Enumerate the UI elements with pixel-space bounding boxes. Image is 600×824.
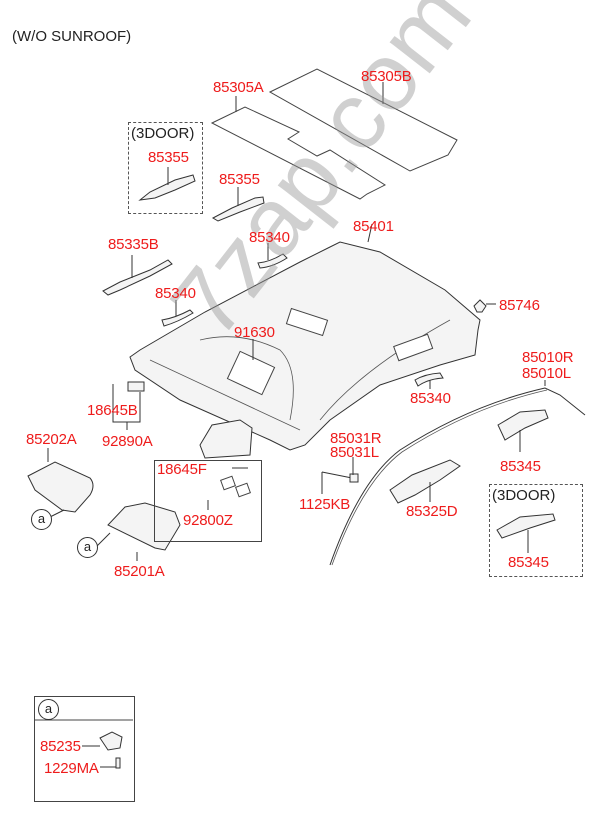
part-85355-3door-shape[interactable] [138,174,196,201]
label-85010R[interactable]: 85010R [522,349,574,366]
label-85340-top[interactable]: 85340 [249,229,290,246]
part-85201A-sunvisor-shape[interactable] [107,502,181,551]
diagram-title: (W/O SUNROOF) [12,28,132,45]
label-85355-3door[interactable]: 85355 [148,149,189,166]
label-92800Z[interactable]: 92800Z [183,512,233,529]
label-85340-left[interactable]: 85340 [155,285,196,302]
label-85201A[interactable]: 85201A [114,563,165,580]
label-18645B[interactable]: 18645B [87,402,138,419]
label-1125KB[interactable]: 1125KB [299,496,351,513]
part-85235-shape[interactable] [99,731,123,751]
label-85345-3door[interactable]: 85345 [508,554,549,571]
option-box-3door-bottom [489,484,583,577]
label-85746[interactable]: 85746 [499,297,540,314]
label-85010L[interactable]: 85010L [522,365,571,382]
label-92890A[interactable]: 92890A [102,433,153,450]
label-85335B[interactable]: 85335B [108,236,159,253]
part-85305B-shape[interactable] [268,68,458,172]
detail-box-a [34,696,135,802]
callout-a-detail: a [38,699,59,720]
option-label-3door-top: (3DOOR) [131,125,195,142]
callout-a-85202A[interactable]: a [31,509,52,530]
label-85202A[interactable]: 85202A [26,431,77,448]
label-85355[interactable]: 85355 [219,171,260,188]
label-85340-right[interactable]: 85340 [410,390,451,407]
label-85325D[interactable]: 85325D [406,503,458,520]
part-85031-shape[interactable] [349,473,359,483]
label-85401[interactable]: 85401 [353,218,394,235]
part-85345-a-shape[interactable] [497,409,549,441]
label-91630[interactable]: 91630 [234,324,275,341]
part-85325D-shape[interactable] [389,459,461,504]
label-85345-top[interactable]: 85345 [500,458,541,475]
part-85401-headliner-shape[interactable] [129,241,481,451]
label-85305B[interactable]: 85305B [361,68,412,85]
part-85746-shape[interactable] [473,299,487,313]
label-85305A[interactable]: 85305A [213,79,264,96]
assembly-box-92800Z [154,460,262,542]
part-85340-c-shape[interactable] [414,372,444,387]
part-85355-shape[interactable] [211,196,265,222]
part-85345-3door-shape[interactable] [496,513,556,539]
option-box-3door-top [128,122,203,214]
label-85031R[interactable]: 85031R [330,430,382,447]
label-85031L[interactable]: 85031L [330,444,379,461]
label-85235[interactable]: 85235 [40,738,81,755]
option-label-3door-bottom: (3DOOR) [492,487,556,504]
label-18645F[interactable]: 18645F [157,461,207,478]
callout-a-85201A[interactable]: a [77,537,98,558]
part-85340-b-shape[interactable] [257,253,288,269]
part-85335B-shape[interactable] [102,259,173,296]
part-85340-a-shape[interactable] [161,309,194,327]
label-1229MA[interactable]: 1229MA [44,760,99,777]
part-85305A-shape[interactable] [210,106,387,200]
part-85202A-sunvisor-shape[interactable] [27,461,94,513]
part-18645B-shape[interactable] [127,381,145,392]
part-1229MA-shape[interactable] [115,757,121,769]
part-92800Z-shape[interactable] [199,419,253,459]
part-85010-airbag-shape[interactable] [329,387,586,566]
